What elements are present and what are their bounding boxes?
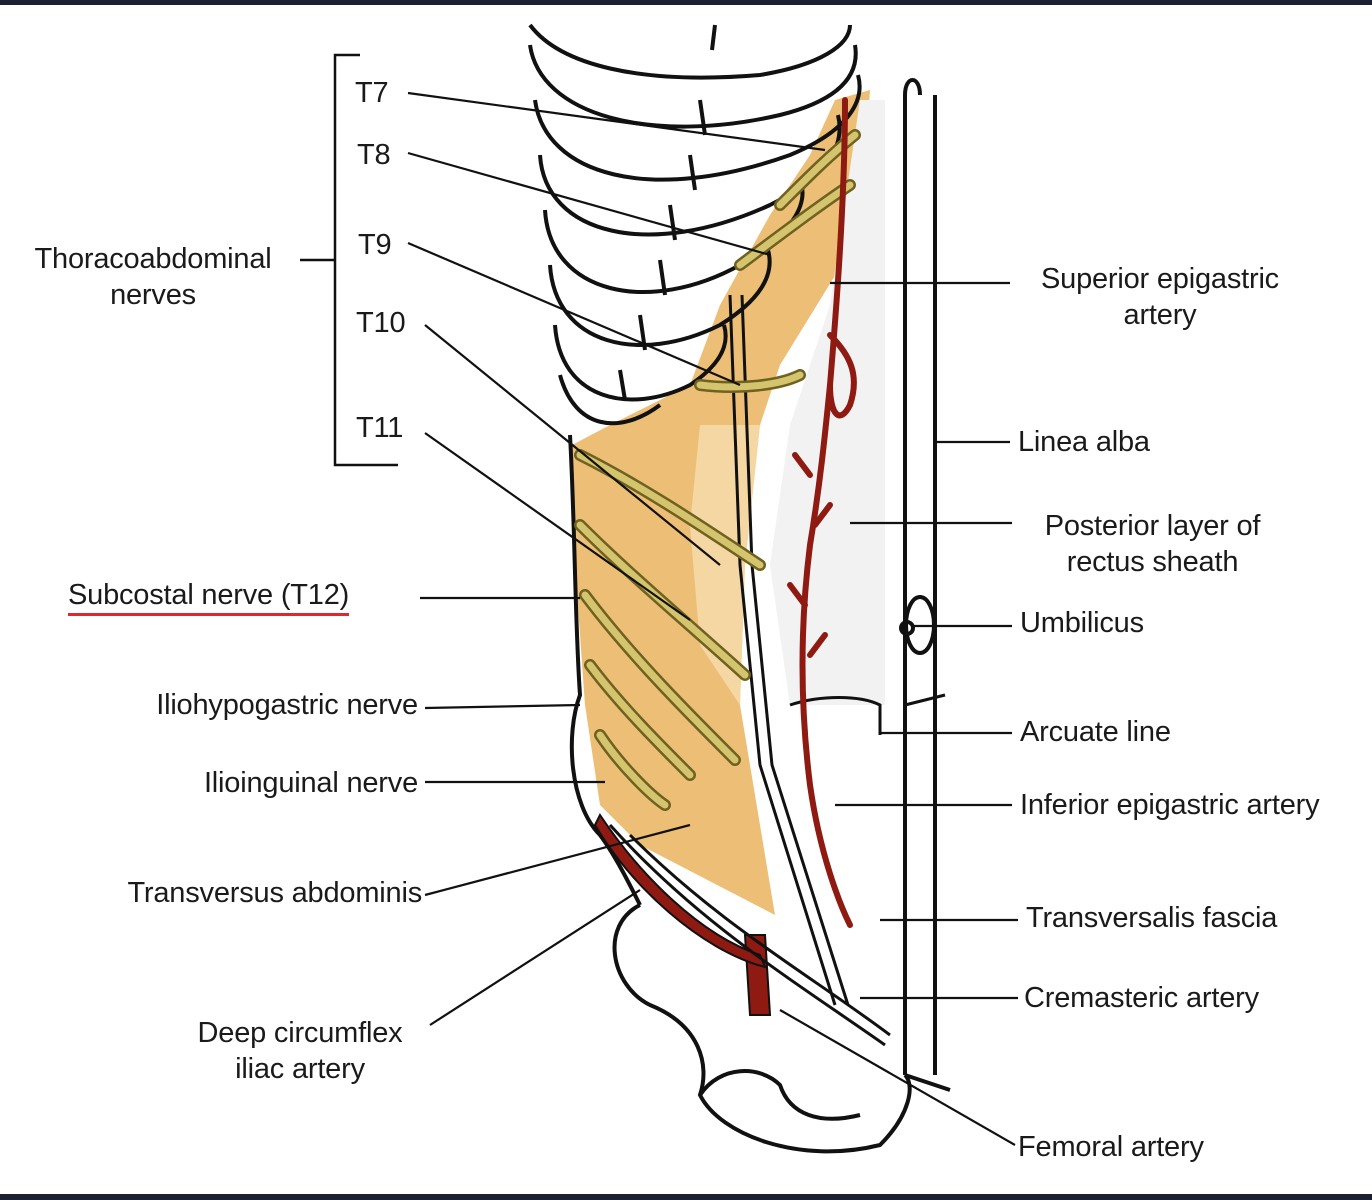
label-thoracoabdominal-nerves: Thoracoabdominal nerves: [8, 241, 298, 313]
femoral-artery-vessels: [593, 813, 772, 1016]
label-cremasteric-artery: Cremasteric artery: [1024, 982, 1259, 1014]
inguinal-ligament: [608, 823, 891, 1047]
label-umbilicus: Umbilicus: [1020, 607, 1144, 639]
label-deep-circumflex-line2: iliac artery: [235, 1053, 365, 1085]
label-inferior-epigastric-artery: Inferior epigastric artery: [1020, 789, 1320, 821]
label-t10: T10: [356, 307, 406, 339]
label-subcostal-nerve: Subcostal nerve (T12): [68, 577, 349, 616]
label-transversalis-fascia: Transversalis fascia: [1026, 902, 1278, 934]
label-arcuate-line: Arcuate line: [1020, 716, 1171, 748]
label-t8: T8: [357, 139, 391, 171]
label-sup-epigastric-line1: Superior epigastric: [1041, 263, 1279, 295]
label-iliohypogastric-nerve: Iliohypogastric nerve: [156, 689, 418, 721]
epigastric-arteries: [787, 97, 857, 928]
thoracoabdominal-bracket: [300, 53, 398, 467]
rib-cage: [528, 23, 862, 426]
label-deep-circumflex-iliac-artery: Deep circumflex iliac artery: [160, 1015, 440, 1087]
label-posterior-layer-line2: rectus sheath: [1066, 546, 1239, 578]
label-deep-circumflex-line1: Deep circumflex: [197, 1017, 403, 1049]
label-femoral-artery: Femoral artery: [1018, 1131, 1204, 1163]
label-linea-alba: Linea alba: [1018, 426, 1150, 458]
label-superior-epigastric-artery: Superior epigastric artery: [1010, 261, 1310, 333]
label-t9: T9: [358, 229, 392, 261]
label-sup-epigastric-line2: artery: [1123, 299, 1197, 331]
label-ilioinguinal-nerve: Ilioinguinal nerve: [203, 767, 418, 799]
label-thoracoabdominal-line2: nerves: [110, 279, 196, 311]
linea-semilunaris: [728, 294, 850, 1006]
label-posterior-layer-rectus-sheath: Posterior layer of rectus sheath: [1010, 508, 1295, 580]
anatomy-illustration: [300, 23, 1018, 1154]
label-t11: T11: [356, 412, 404, 444]
label-transversus-abdominis: Transversus abdominis: [127, 877, 422, 909]
leader-lines: [407, 91, 1018, 1146]
label-t7: T7: [355, 77, 389, 109]
label-thoracoabdominal-line1: Thoracoabdominal: [34, 243, 272, 275]
label-posterior-layer-line1: Posterior layer of: [1044, 510, 1261, 542]
